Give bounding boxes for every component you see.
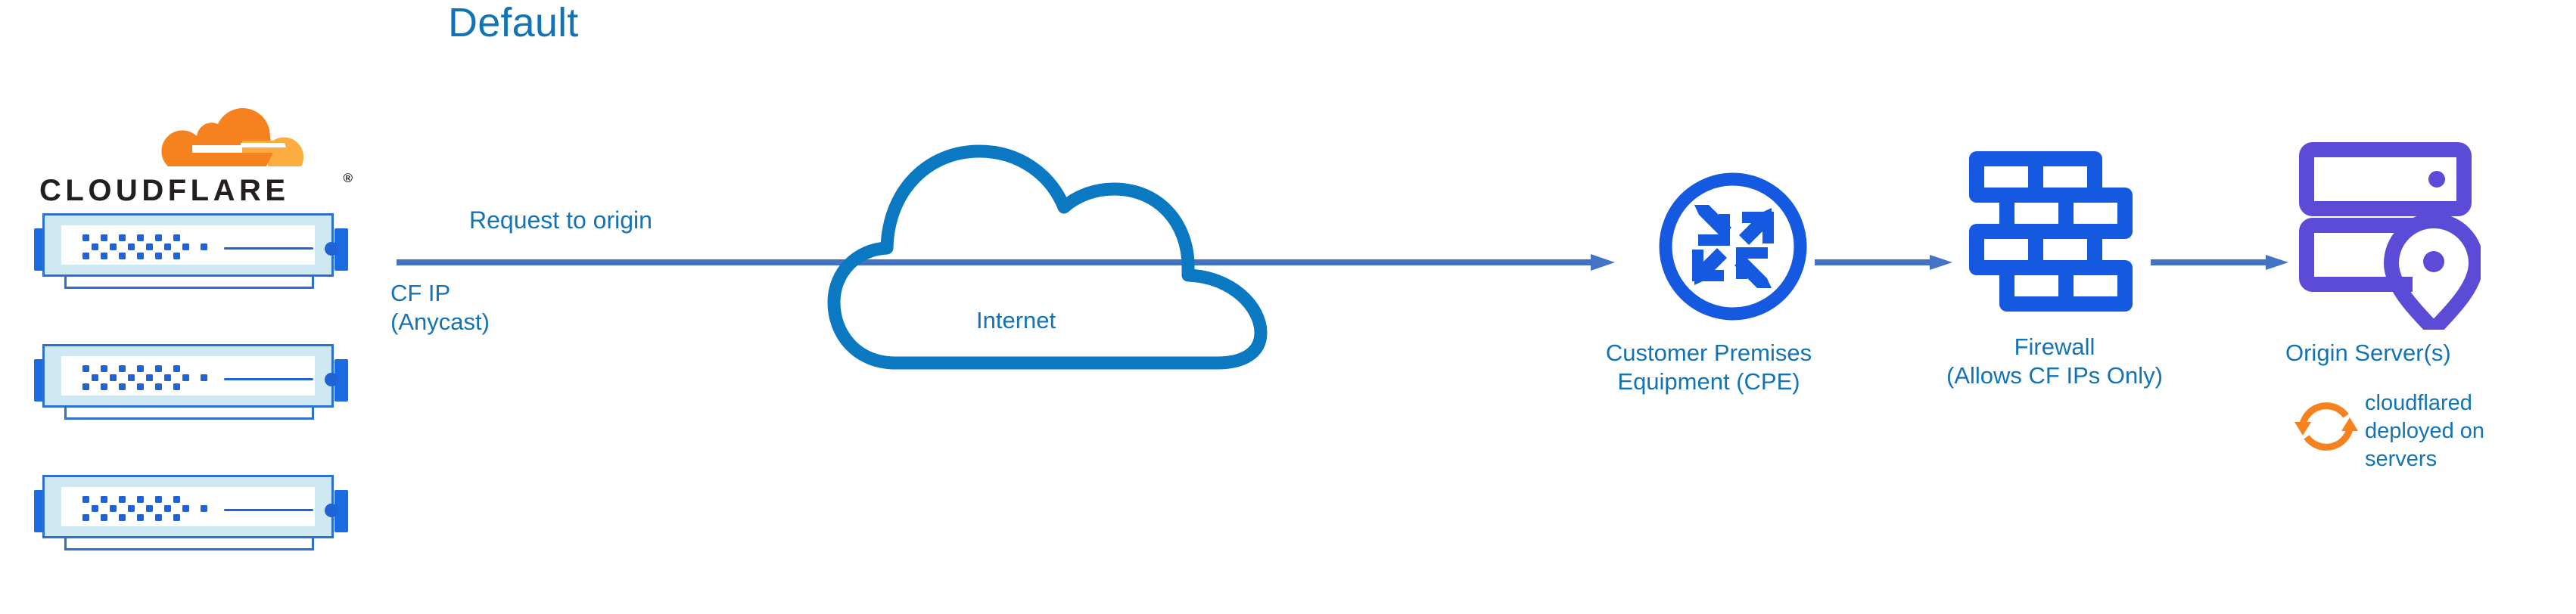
- edge-sublabel-cf-ip-anycast: CF IP (Anycast): [390, 280, 490, 335]
- arrow-head-icon: [1930, 255, 1952, 270]
- router-icon: [1654, 168, 1812, 325]
- annotation-label-cloudflared: cloudflared deployed on servers: [2365, 391, 2485, 471]
- cloudflare-cloud-logo-icon: [153, 107, 304, 166]
- arrow-shaft: [397, 259, 1592, 265]
- brick-wall-icon: [1968, 150, 2143, 322]
- server-faceplate: [61, 487, 338, 526]
- edge-firewall-to-origin-arrow: [2151, 255, 2288, 270]
- registered-trademark-icon: ®: [343, 171, 353, 185]
- server-faceplate: [61, 225, 338, 265]
- edge-label-request-to-origin: Request to origin: [469, 206, 652, 234]
- edge-cpe-to-firewall-arrow: [1815, 255, 1952, 270]
- sync-arrows-icon: [2291, 392, 2361, 461]
- server-chassis: [42, 475, 338, 538]
- server-ear-right: [334, 359, 348, 402]
- node-label-origin-server: Origin Server(s): [2285, 340, 2451, 366]
- server-status-led: [325, 373, 338, 386]
- node-label-internet: Internet: [976, 307, 1056, 333]
- page-title: Default: [448, 0, 579, 45]
- svg-text:CLOUDFLARE: CLOUDFLARE: [39, 174, 290, 207]
- server-vent-grid: [82, 234, 207, 260]
- server-faceplate: [61, 356, 338, 395]
- server-chassis: [42, 344, 338, 408]
- server-slot-line: [224, 509, 313, 511]
- server-location-pin-icon: [2299, 142, 2484, 337]
- server-rack-unit-1: [34, 213, 348, 289]
- cloudflare-logo: CLOUDFLARE ®: [39, 107, 353, 213]
- server-ear-right: [334, 490, 348, 532]
- server-status-led: [325, 242, 338, 256]
- server-vent-grid: [82, 496, 207, 522]
- server-rack-unit-3: [34, 475, 348, 550]
- server-ear-right: [334, 228, 348, 271]
- server-rack-unit-2: [34, 344, 348, 420]
- arrow-head-icon: [1591, 254, 1615, 271]
- server-slot-line: [224, 247, 313, 250]
- server-chassis: [42, 213, 338, 277]
- server-shelf: [64, 277, 314, 289]
- arrow-shaft: [1815, 259, 1930, 265]
- server-shelf: [64, 538, 314, 550]
- server-slot-line: [224, 378, 313, 380]
- arrow-shaft: [2151, 259, 2266, 265]
- server-status-led: [325, 504, 338, 517]
- edge-cf-to-cpe-arrow: [397, 254, 1615, 271]
- arrow-head-icon: [2266, 255, 2288, 270]
- cloudflare-wordmark: CLOUDFLARE: [39, 172, 348, 207]
- node-label-firewall: Firewall (Allows CF IPs Only): [1946, 333, 2163, 389]
- server-shelf: [64, 408, 314, 420]
- cloud-outline-icon: [823, 112, 1293, 378]
- node-label-cpe: Customer Premises Equipment (CPE): [1605, 340, 1812, 395]
- server-vent-grid: [82, 365, 207, 391]
